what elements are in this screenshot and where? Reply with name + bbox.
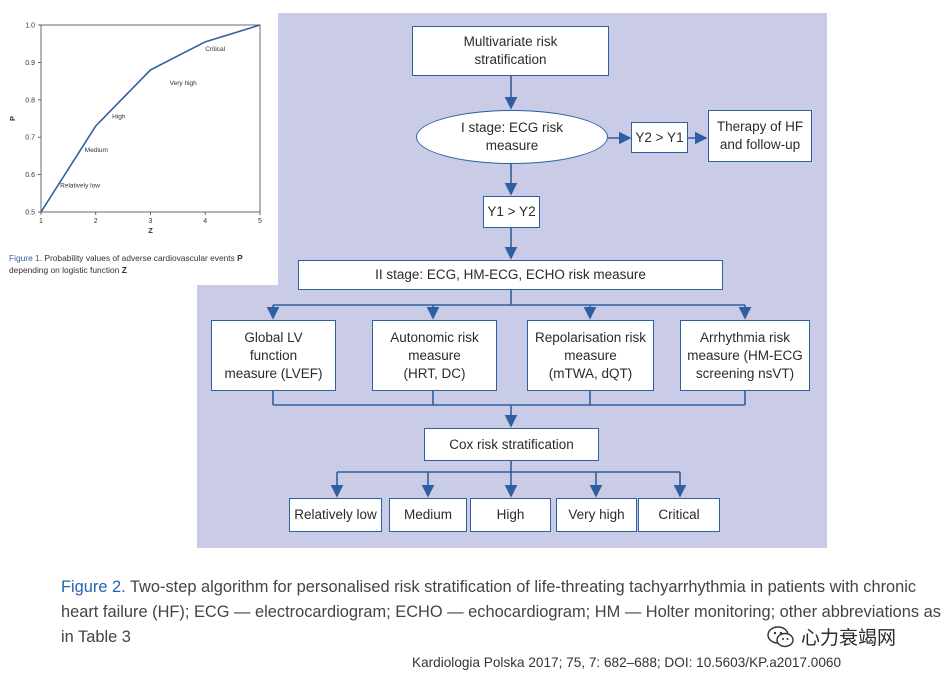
x-tick-label: 3 — [149, 218, 153, 225]
cox-box: Cox risk stratification — [424, 428, 599, 461]
figure1-label: Figure 1. — [9, 253, 43, 263]
repolarisation-box: Repolarisation risk measure (mTWA, dQT) — [527, 320, 654, 391]
y-tick-label: 0.7 — [25, 135, 35, 142]
outcome-relatively-low: Relatively low — [289, 498, 382, 532]
arrhythmia-box: Arrhythmia risk measure (HM-ECG screenin… — [680, 320, 810, 391]
outcome-high: High — [470, 498, 551, 532]
y1y2-box: Y1 > Y2 — [483, 196, 540, 228]
y-tick-label: 0.6 — [25, 172, 35, 179]
autonomic-box: Autonomic risk measure (HRT, DC) — [372, 320, 497, 391]
watermark-text: 心力衰竭网 — [801, 628, 897, 649]
citation: Kardiologia Polska 2017; 75, 7: 682–688;… — [412, 655, 842, 670]
wechat-icon — [767, 625, 794, 647]
annotation-label: Relatively low — [60, 183, 100, 190]
y2y1-box: Y2 > Y1 — [631, 122, 688, 153]
therapy-box: Therapy of HF and follow-up — [708, 110, 812, 162]
outcome-critical: Critical — [638, 498, 720, 532]
x-tick-label: 4 — [203, 218, 207, 225]
y-tick-label: 0.8 — [25, 97, 35, 104]
annotation-label: Very high — [170, 80, 197, 87]
annotation-label: High — [112, 114, 126, 121]
y-tick-label: 0.5 — [25, 210, 35, 217]
watermark: 心力衰竭网 — [767, 623, 896, 650]
probability-line — [40, 24, 261, 213]
x-tick-label: 1 — [39, 218, 43, 225]
x-tick-label: 2 — [94, 218, 98, 225]
figure1-caption: Figure 1. Probability values of adverse … — [9, 253, 243, 275]
stage1-ellipse: I stage: ECG risk measure — [416, 110, 608, 164]
x-tick-label: 5 — [258, 218, 262, 225]
probability-chart: 1 2 3 4 5 0.5 0.6 0.7 0.8 0.9 1.0Z P Relatively low M… — [8, 23, 262, 236]
multivariate-box: Multivariate risk stratification — [412, 26, 609, 76]
y-tick-label: 1.0 — [25, 23, 35, 30]
global-lv-box: Global LV function measure (LVEF) — [211, 320, 336, 391]
annotation-label: Critical — [205, 46, 225, 53]
outcome-very-high: Very high — [556, 498, 637, 532]
annotation-label: Medium — [85, 147, 108, 154]
figure2-caption: Figure 2. Two-step algorithm for persona… — [61, 578, 941, 646]
y-axis-label: P — [8, 116, 17, 121]
y-tick-label: 0.9 — [25, 60, 35, 67]
stage2-box: II stage: ECG, HM-ECG, ECHO risk measure — [298, 260, 723, 290]
outcome-medium: Medium — [389, 498, 467, 532]
x-axis-label: Z — [148, 226, 153, 235]
figure2-label: Figure 2. — [61, 578, 126, 596]
